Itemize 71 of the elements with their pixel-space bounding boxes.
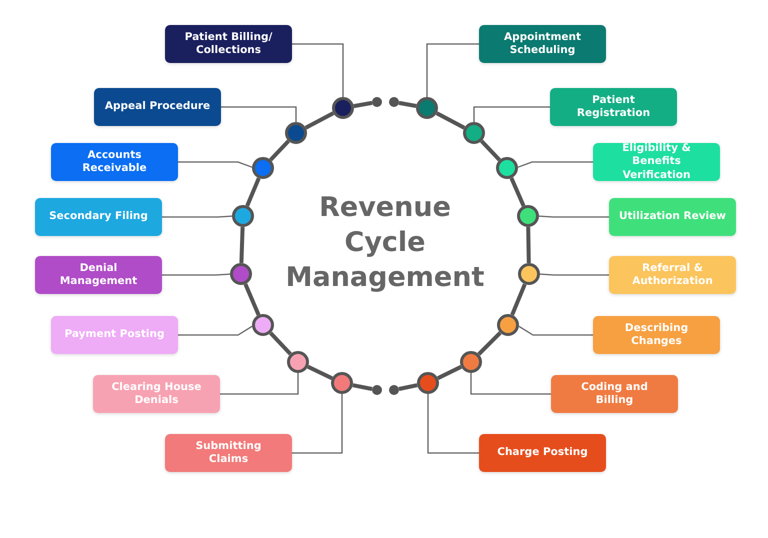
leader-line [540,273,609,276]
step-box: Appeal Procedure [94,88,221,126]
step-box: Accounts Receivable [51,143,178,181]
ring-segment [307,364,333,380]
ring-dot [460,351,482,373]
step-box: Utilization Review [609,198,736,236]
ring-dot [517,205,539,227]
ring-segment [398,383,418,391]
ring-segment [480,140,501,162]
ring-segment [244,283,260,316]
leader-line [292,394,343,454]
ring-dot [496,157,518,179]
ring-segment [269,332,292,356]
step-box: Submitting Claims [165,434,292,472]
leader-line [427,394,479,454]
ring-dot [230,263,252,285]
ring-segment [510,177,526,207]
step-box: Charge Posting [479,434,606,472]
ring-segment [510,283,527,316]
ring-dot [232,205,254,227]
ring-dot [416,97,438,119]
leader-line [292,43,344,97]
ring-dot [287,351,309,373]
ring-end-cap [372,385,382,395]
ring-end-cap [389,385,399,395]
step-box: Secondary Filing [35,198,162,236]
step-box: Patient Billing/ Collections [165,25,292,63]
ring-dot [332,97,354,119]
leader-line [178,161,252,168]
ring-dot [252,314,274,336]
step-box: Patient Registration [550,88,677,126]
ring-segment [398,100,417,108]
ring-segment [269,140,290,162]
step-box: Describing Changes [593,316,720,354]
ring-dot [463,122,485,144]
step-box: Denial Management [35,256,162,294]
leader-line [426,43,479,97]
leader-line [178,326,252,336]
ring-segment [526,226,531,264]
step-box: Coding and Billing [551,375,678,413]
ring-end-cap [372,97,382,107]
ring-dot [252,157,274,179]
leader-line [518,161,593,168]
diagram-title: Revenue Cycle Management [284,191,486,296]
leader-line [220,373,299,395]
leader-line [162,273,230,276]
step-box: Referral & Authorization [609,256,736,294]
ring-segment [437,365,462,380]
ring-segment [353,100,372,108]
leader-line [221,106,297,122]
ring-segment [352,383,372,391]
ring-segment [304,111,334,130]
leader-line [473,106,550,122]
ring-end-cap [389,97,399,107]
leader-line [538,215,609,218]
leader-line [470,373,551,395]
ring-dot [285,122,307,144]
ring-segment [477,331,502,356]
step-box: Clearing House Denials [93,375,220,413]
leader-line [162,215,232,218]
step-box: Eligibility & Benefits Verification [593,143,720,181]
ring-segment [436,111,466,130]
step-box: Payment Posting [51,316,178,354]
leader-line [518,326,593,336]
ring-segment [245,177,261,207]
ring-dot [497,314,519,336]
step-box: Appointment Scheduling [479,25,606,63]
ring-dot [417,372,439,394]
ring-segment [239,226,245,264]
ring-dot [331,372,353,394]
ring-dot [518,263,540,285]
